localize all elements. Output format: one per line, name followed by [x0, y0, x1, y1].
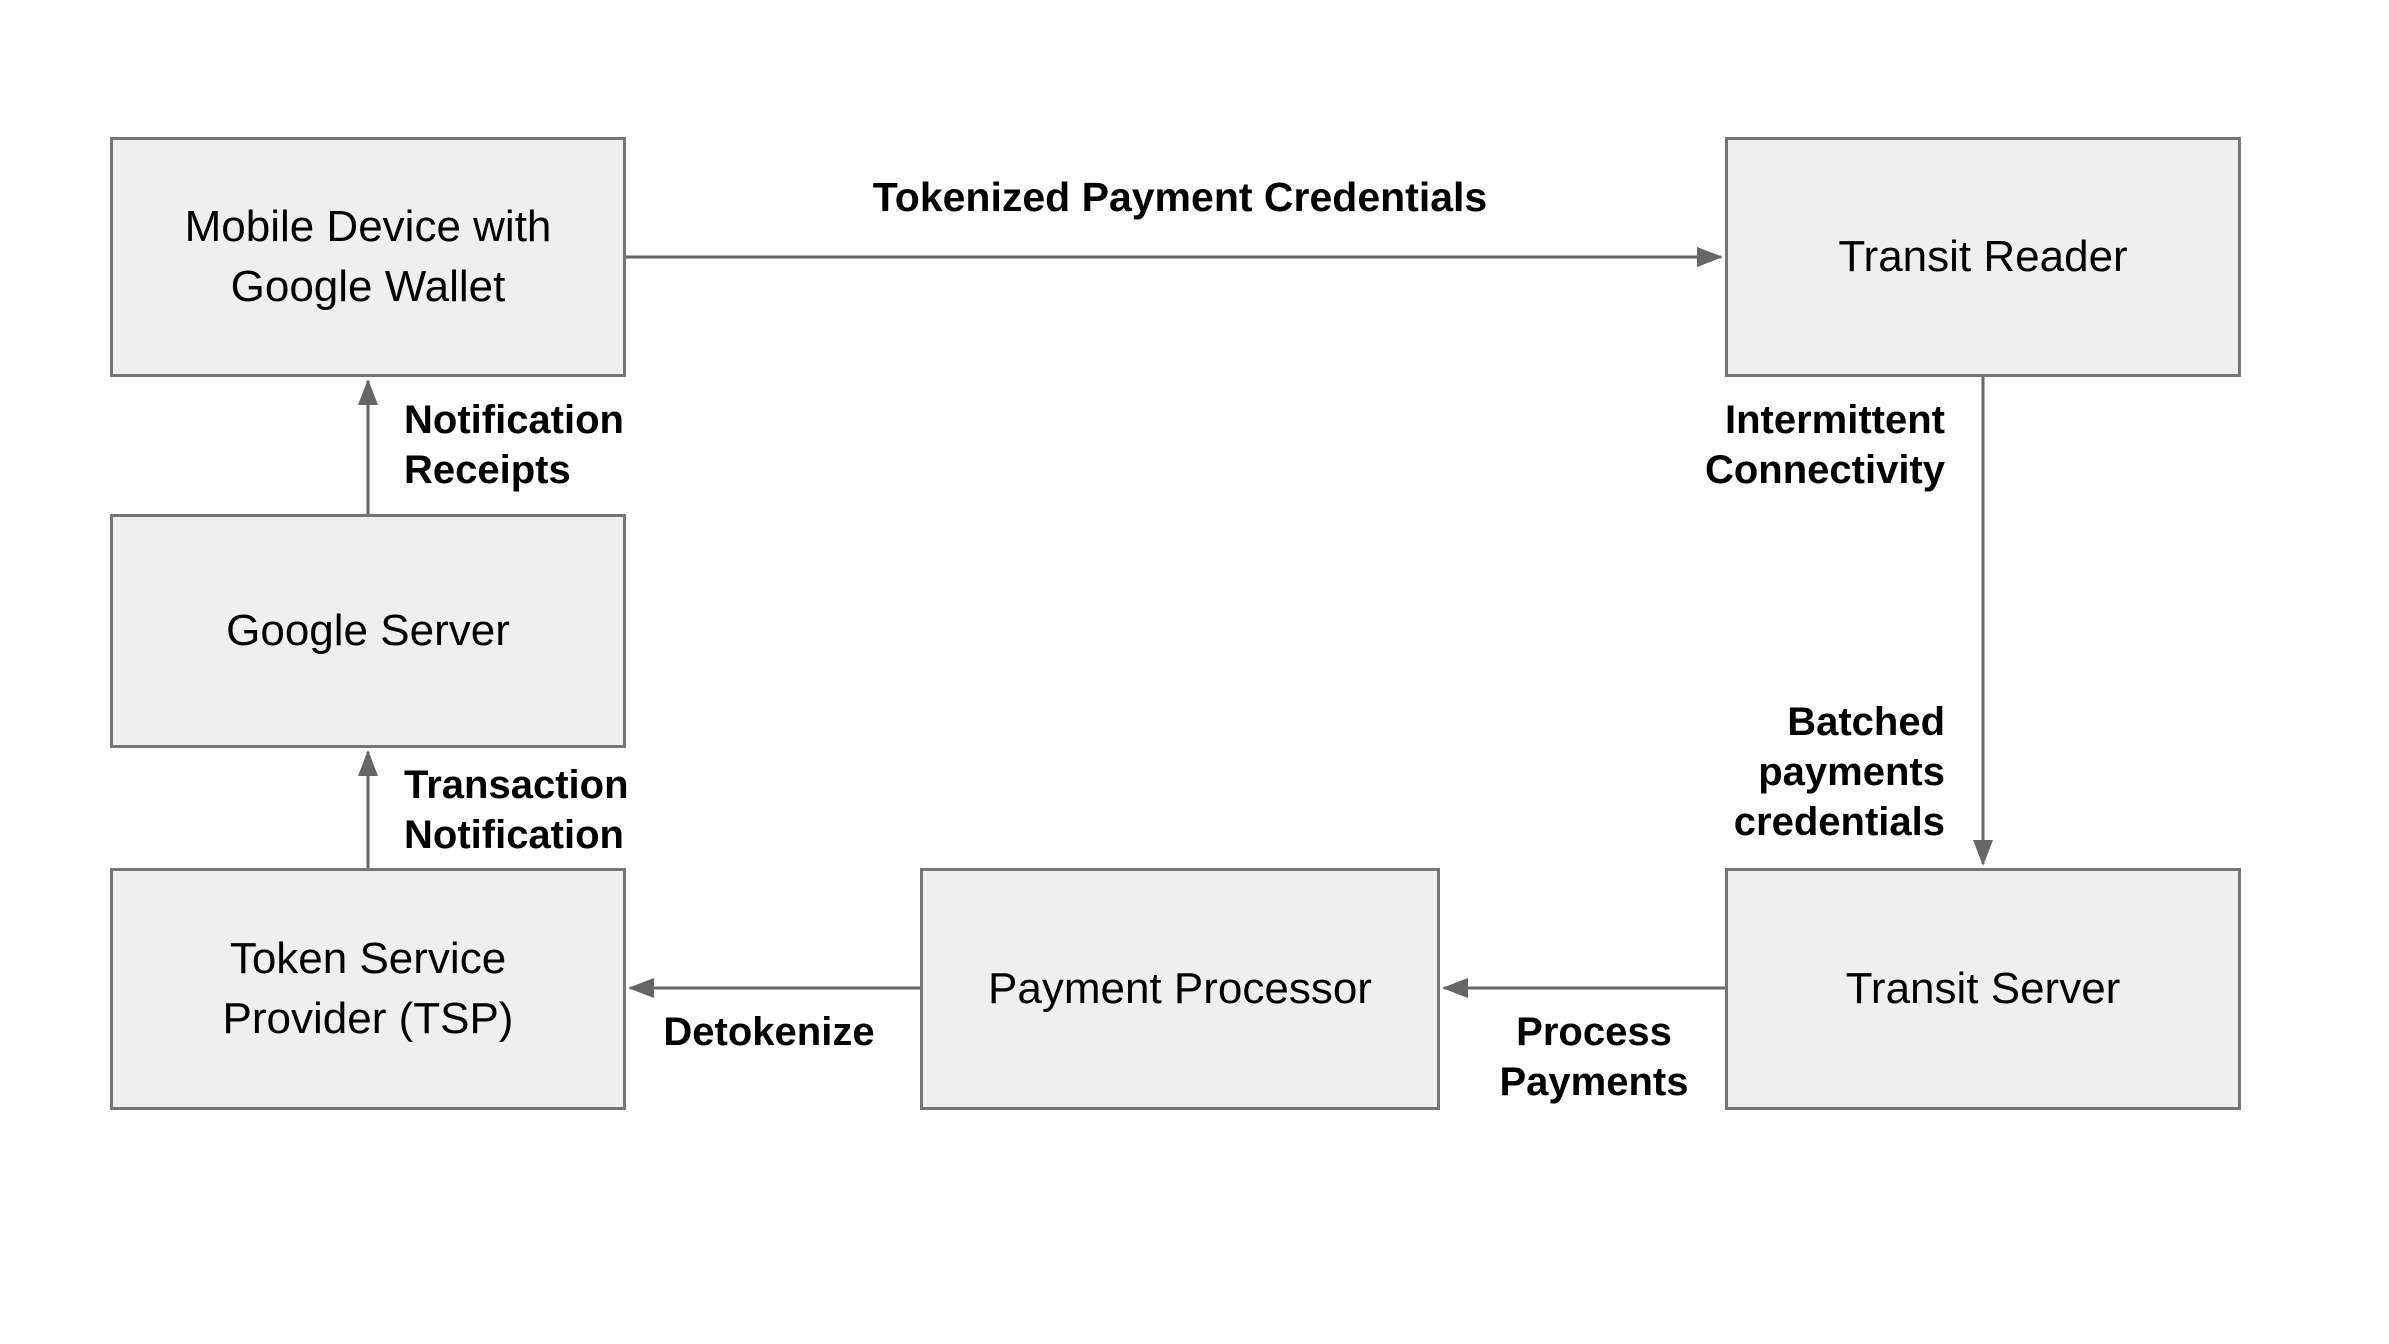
edge-label-tokenized-payment-credentials: Tokenized Payment Credentials: [872, 174, 1488, 220]
node-google-server: Google Server: [110, 514, 626, 748]
node-transit-server: Transit Server: [1725, 868, 2241, 1110]
node-payment-processor: Payment Processor: [920, 868, 1440, 1110]
edge-label-batched-payments-credentials: Batched payments credentials: [1733, 700, 1945, 844]
edge-label-detokenize: Detokenize: [663, 1010, 875, 1054]
node-token-service-provider: Token Service Provider (TSP): [110, 868, 626, 1110]
node-transit-reader: Transit Reader: [1725, 137, 2241, 377]
edge-label-transaction-notification: Transaction Notification: [404, 763, 629, 857]
edge-label-notification-receipts: Notification Receipts: [404, 398, 624, 492]
node-mobile-device-google-wallet: Mobile Device with Google Wallet: [110, 137, 626, 377]
edge-label-intermittent-connectivity: Intermittent Connectivity: [1704, 398, 1945, 492]
edge-label-process-payments: Process Payments: [1499, 1010, 1689, 1104]
